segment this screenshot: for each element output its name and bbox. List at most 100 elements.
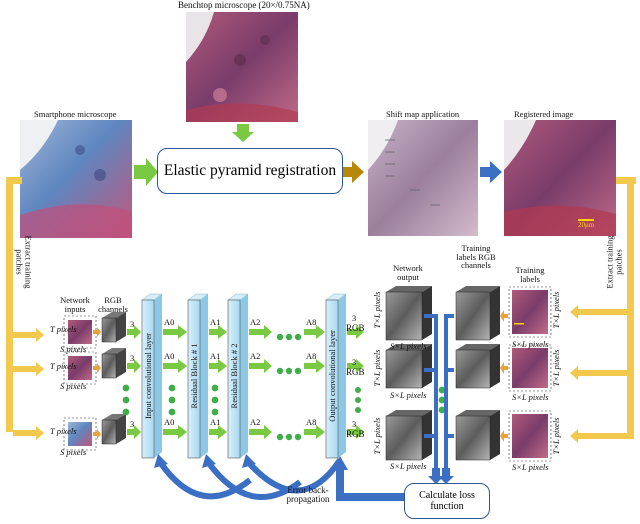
channel-count-1: 3 [130,319,135,329]
s-pixels-label-2: S pixels [60,381,87,391]
training-labels-label: Training labels [515,265,545,284]
out-rgb-2: RGB [346,367,365,377]
sl-label-out-2: S×L pixels [390,390,427,400]
smartphone-right-arrow [134,158,158,186]
loss-down-arrow-right [438,468,454,484]
tl-label-out-2: T×L pixels [371,349,382,387]
rgb-cube-row2 [101,348,126,379]
a-label-r3-8: A8 [306,417,317,427]
label-cube-row3 [455,410,500,461]
out-rgb-3: RGB [346,429,365,439]
sl-label-lab-2: S×L pixels [512,392,549,402]
a-label-r1-1: A1 [210,317,221,327]
output-conv-label: Output convolutional layer [327,330,337,422]
out-count-2: 3 [352,357,357,367]
s-pixels-label-1: S pixels [60,344,87,354]
input-patch-row2 [63,351,97,385]
sl-label-lab-3: S×L pixels [512,462,549,472]
sl-label-out-1: S×L pixels [390,341,427,351]
right-extract-path [570,177,636,443]
registered-label: Registered image [514,109,574,119]
input-patch-row3 [63,417,97,451]
res2-label: Residual Block # 2 [229,343,239,409]
sl-label-lab-1: S×L pixels [512,339,549,349]
patch-to-cube-arrows [93,327,101,439]
tl-label-lab-3: T×L pixels [550,417,561,455]
res1-label: Residual Block # 1 [189,343,199,409]
benchtop-label: Benchtop microscope (20×/0.75NA) [178,0,310,10]
label-cube-row2 [455,344,500,389]
left-extract-path [6,177,44,440]
output-cube-row2 [385,344,432,389]
network-output-label: Network output [393,263,423,282]
shift-blue-arrow [480,161,502,183]
input-conv-label: Input convolutional layer [143,333,153,419]
a-label-r3-2: A2 [250,417,261,427]
layer-input-conv [141,293,163,459]
tl-label-lab-2: T×L pixels [550,349,561,387]
registration-gold-arrow [342,161,364,183]
scale-bar-label: 20μm [578,221,595,229]
registration-label: Elastic pyramid registration [163,162,337,179]
network-inputs-label: Network inputs [60,295,90,314]
training-label-image-row2 [508,344,552,392]
sl-label-out-3: S×L pixels [390,461,427,471]
layer-res2 [227,293,249,459]
a-label-r2-2: A2 [250,351,261,361]
output-cube-row3 [385,410,432,461]
left-extract-label: Extract training patches [15,235,34,289]
channel-count-3: 3 [130,419,135,429]
a-label-r3-1: A1 [210,417,221,427]
a-label-r2-0: A0 [164,351,175,361]
a-label-r3-0: A0 [164,417,175,427]
loss-box: Calculate loss function [404,483,490,519]
training-label-image-row1 [508,286,552,338]
rgb-channels-label: RGB channels [98,295,128,314]
benchtop-image [186,12,298,122]
t-pixels-label-1: T pixels [50,324,77,334]
layer-output-conv [325,293,347,459]
a-label-r1-2: A2 [250,317,261,327]
registered-image [504,120,616,236]
a-label-r1-8: A8 [306,317,317,327]
scale-bar [578,219,594,221]
error-backprop-label: Error back-propagation [286,485,330,504]
out-count-1: 3 [352,313,357,323]
right-extract-label: Extract training patches [604,235,624,289]
t-pixels-label-2: T pixels [50,361,77,371]
t-pixels-label-3: T pixels [50,426,77,436]
training-labels-rgb-label: Training labels RGB channels [456,243,496,270]
smartphone-label: Smartphone microscope [34,109,117,119]
backprop-path [154,454,404,501]
out-rgb-1: RGB [346,323,365,333]
a-label-r1-0: A0 [164,317,175,327]
layer-ellipsis-dots [276,333,302,441]
out-count-3: 3 [352,419,357,429]
output-cube-row1 [385,286,432,341]
rgb-cube-row1 [101,312,126,343]
a-label-r2-8: A8 [306,351,317,361]
loss-down-arrow-left [428,468,444,484]
benchtop-down-arrow [232,124,254,142]
shift-map-label: Shift map application [386,109,460,119]
tl-label-out-1: T×L pixels [371,291,382,329]
input-patch-row1 [63,315,97,349]
layer-res1 [187,293,209,459]
a-label-r2-1: A1 [210,351,221,361]
channel-count-2: 3 [130,353,135,363]
layer-flow-arrows [127,325,364,439]
rgb-cube-row3 [101,414,126,445]
registration-box: Elastic pyramid registration [157,148,343,194]
tl-label-lab-1: T×L pixels [550,291,561,329]
s-pixels-label-3: S pixels [60,447,87,457]
loss-connectors [424,314,454,470]
label-image-to-cube-arrows [500,310,508,442]
tl-label-out-3: T×L pixels [371,417,382,455]
shift-map-image [368,120,478,236]
loss-label: Calculate loss function [419,490,475,512]
label-cube-row1 [455,286,500,341]
smartphone-image [20,120,132,238]
training-label-image-row3 [508,410,552,462]
row-ellipsis-dots [122,384,446,416]
